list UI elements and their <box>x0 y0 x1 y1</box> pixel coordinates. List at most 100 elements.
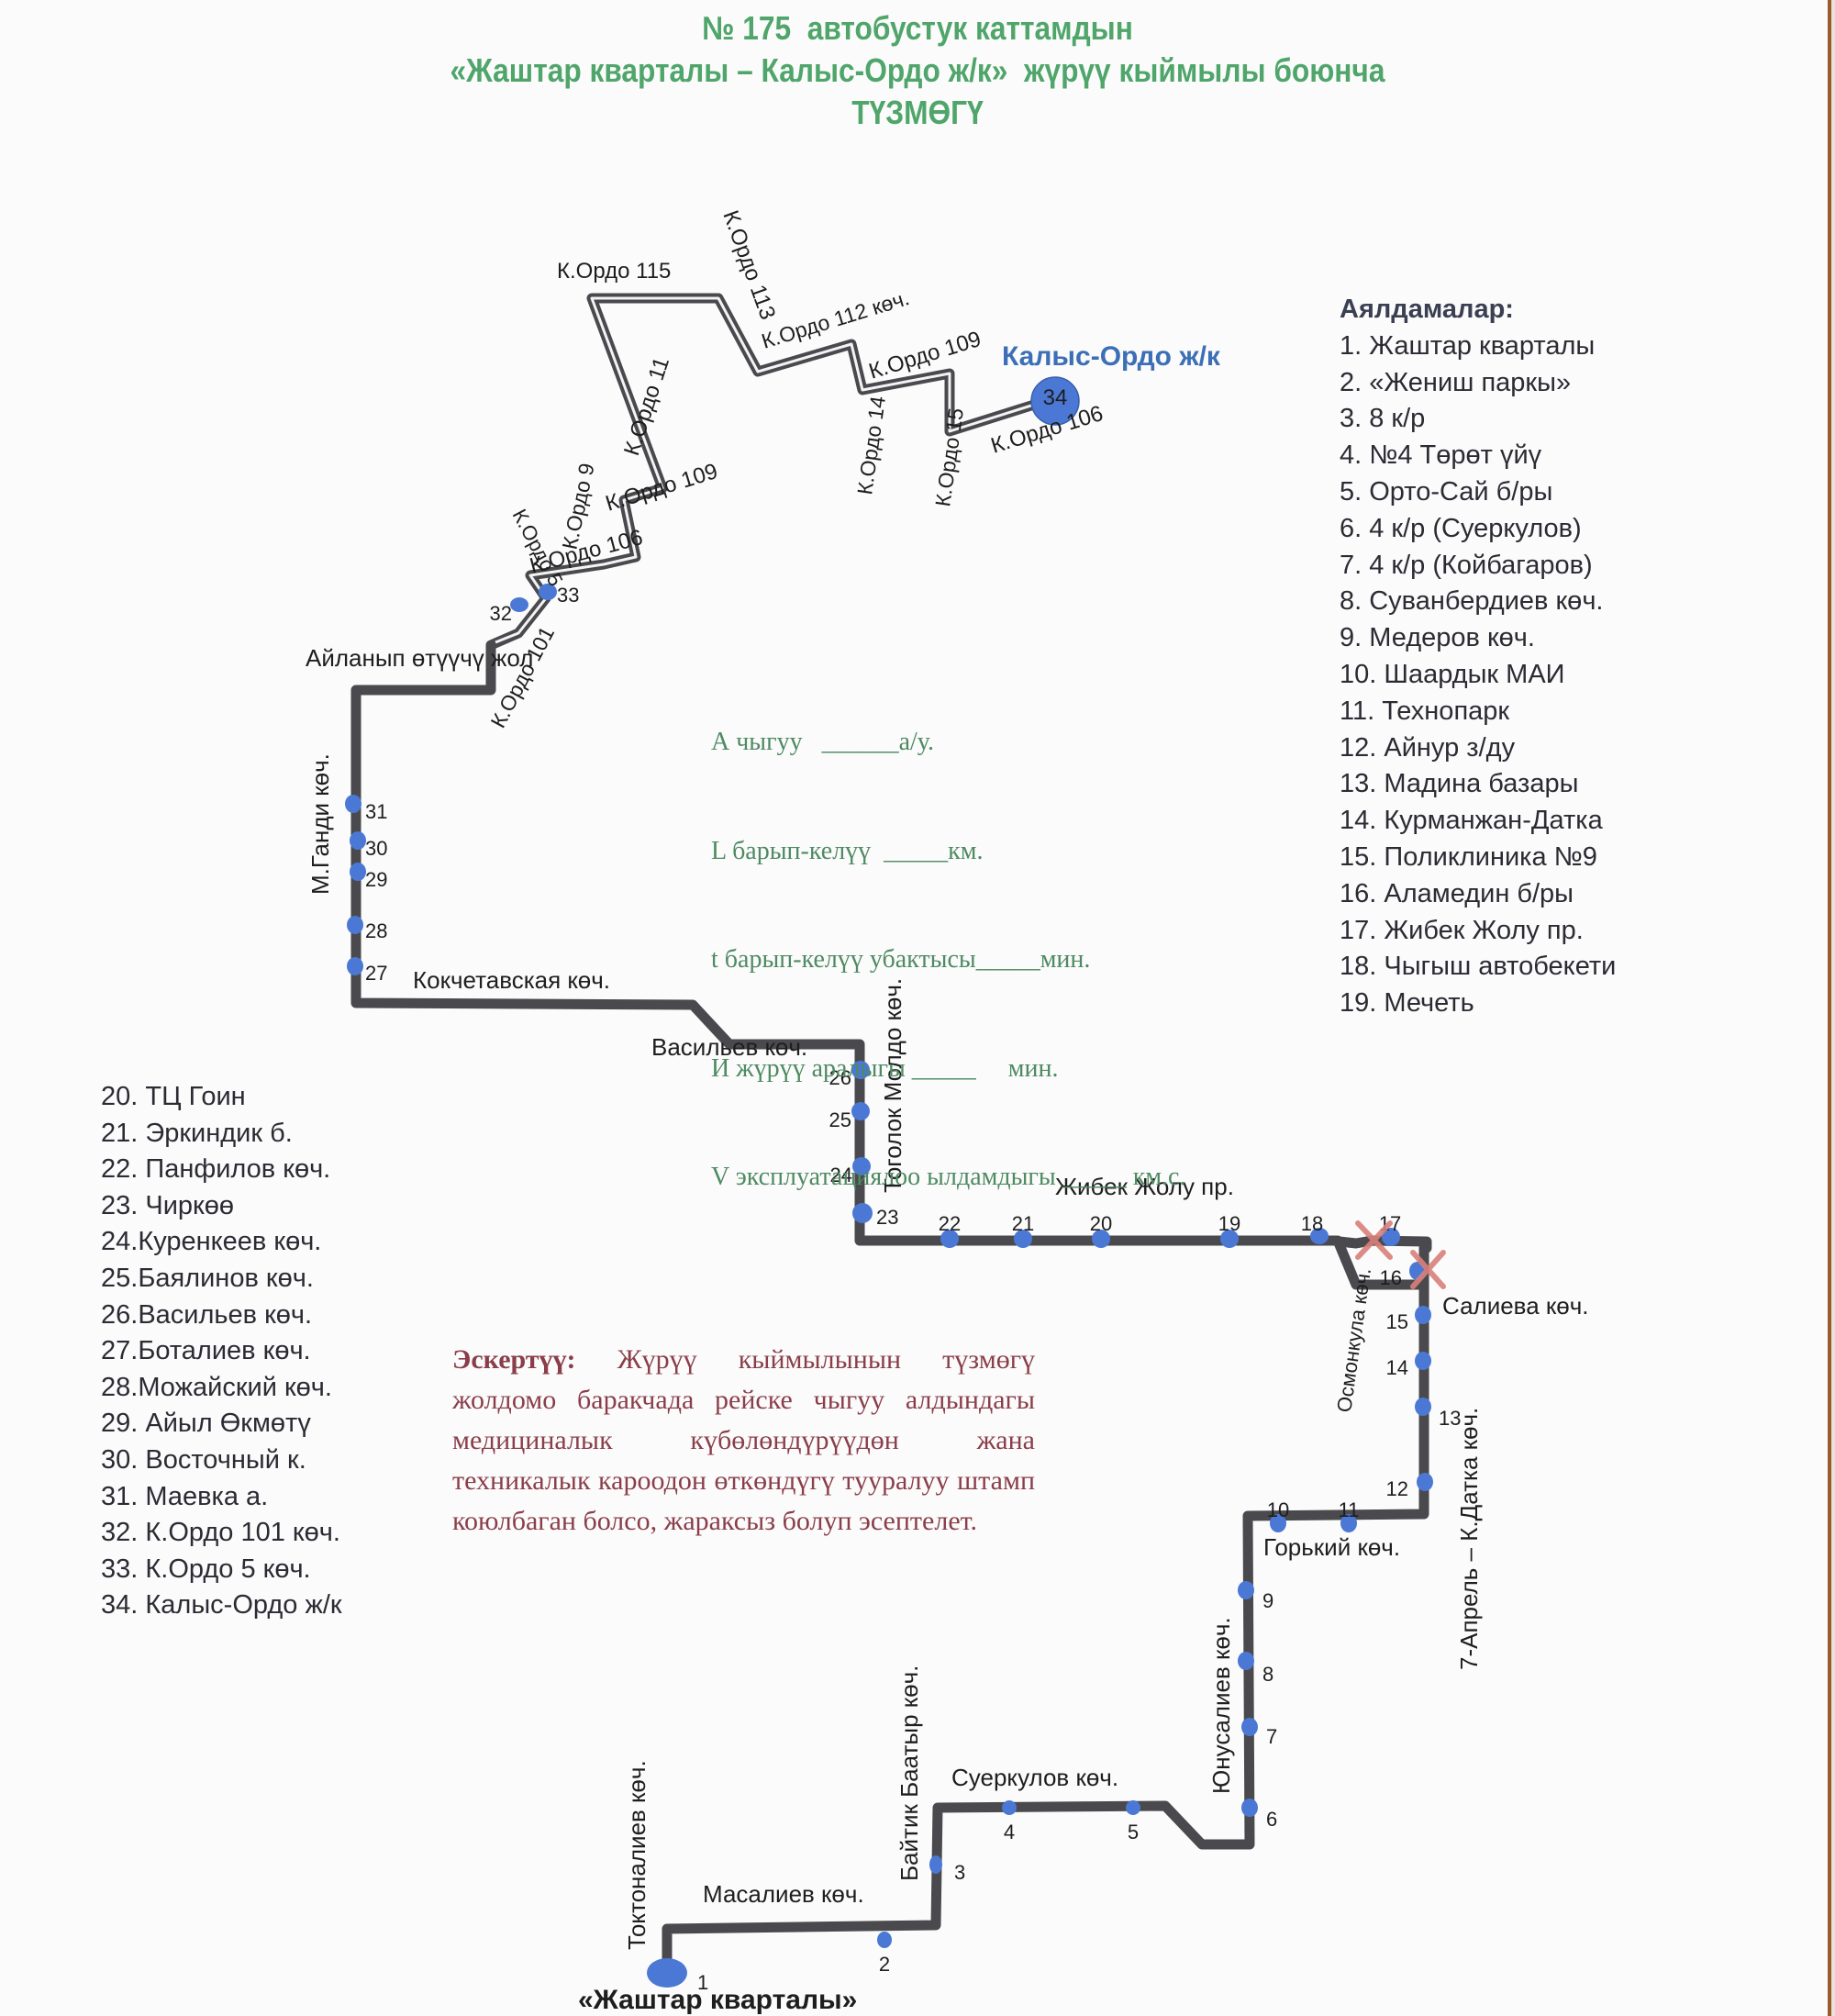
street-label-zhibek-zholu: Жибек Жолу пр. <box>1055 1173 1234 1200</box>
stop-item: 25.Баялинов көч. <box>101 1263 314 1293</box>
stop-marker-4: 4 <box>1002 1800 1017 1843</box>
stop-item: 15. Поликлиника №9 <box>1340 841 1597 872</box>
street-label-aprel-datka: 7-Апрель – К.Датка көч. <box>1455 1408 1483 1670</box>
stop-item: 14. Курманжан-Датка <box>1340 806 1603 836</box>
stop-number-label: 2 <box>879 1953 890 1976</box>
stop-dot <box>1030 376 1080 426</box>
stop-marker-21: 21 <box>1012 1212 1034 1248</box>
stop-marker-8: 8 <box>1238 1652 1273 1686</box>
street-label-baitik: Байтик Баатыр көч. <box>895 1665 923 1881</box>
street-label-tokhtonaliev: Токтоналиев көч. <box>623 1760 651 1950</box>
stop-number-label: 12 <box>1386 1477 1408 1500</box>
stop-item: 27.Боталиев көч. <box>101 1336 311 1366</box>
stops-list-left: 20. ТЦ Гоин 21. Эркиндик б. 22. Панфилов… <box>101 1079 342 1624</box>
stop-number-label: 11 <box>1339 1498 1360 1521</box>
stops-list-right: Аялдамалар: 1. Жаштар кварталы 2. «Жениш… <box>1340 292 1616 1022</box>
stop-dot <box>350 831 366 850</box>
stop-number-label: 24 <box>830 1164 852 1186</box>
stop-item: 18. Чыгыш автобекети <box>1340 952 1617 982</box>
stop-marker-5: 5 <box>1126 1800 1140 1843</box>
stop-number-label: 6 <box>1266 1808 1277 1831</box>
stop-marker-2: 2 <box>877 1932 892 1976</box>
stop-dot <box>347 957 363 975</box>
stop-item: 28.Можайский көч. <box>101 1372 332 1402</box>
stop-marker-3: 3 <box>929 1855 965 1884</box>
stop-item: 20. ТЦ Гоин <box>101 1082 246 1111</box>
param-round-trip-time: t барып-келүү убактысы_____мин. <box>711 945 1091 974</box>
stop-item: 19. Мечеть <box>1340 988 1474 1019</box>
stop-item: 1. Жаштар кварталы <box>1340 330 1596 361</box>
stop-marker-23: 23 <box>852 1203 898 1229</box>
stop-marker-10: 10 <box>1267 1498 1289 1532</box>
title-line-1: № 175 автобустук каттамдын <box>702 9 1133 47</box>
stop-item: 24.Куренкеев көч. <box>101 1227 322 1257</box>
route-parameters: А чыгуу ______а/у. L барып-келүү _____км… <box>711 652 1185 1231</box>
stop-item: 12. Айнур з/ду <box>1340 732 1516 763</box>
stop-number-label: 3 <box>954 1861 965 1884</box>
street-label-osmonkula: Осмонкула көч. <box>1332 1266 1375 1414</box>
stop-marker-26: 26 <box>829 1061 870 1089</box>
stop-marker-11: 11 <box>1339 1498 1360 1532</box>
terminal-start-label: «Жаштар кварталы» <box>578 1985 857 2015</box>
stop-dot <box>1238 1652 1254 1670</box>
stop-dot <box>1241 1799 1258 1817</box>
street-label-kordo115: К.Ордо 115 <box>557 259 671 284</box>
stop-dot <box>929 1855 942 1874</box>
stop-marker-7: 7 <box>1241 1718 1277 1748</box>
stop-marker-14: 14 <box>1386 1352 1431 1379</box>
stop-marker-30: 30 <box>350 831 387 860</box>
stop-item: 29. Айыл Өкмөтү <box>101 1409 311 1439</box>
closed-marker-16 <box>1410 1250 1446 1289</box>
stops-header: Аялдамалар: <box>1340 295 1514 324</box>
stop-number-label: 14 <box>1386 1356 1408 1379</box>
stop-dot <box>1092 1230 1110 1248</box>
street-label-salieva: Салиева көч. <box>1442 1292 1589 1320</box>
stop-dot <box>1014 1230 1032 1248</box>
stop-number-label: 22 <box>939 1212 961 1235</box>
closed-marker-17 <box>1355 1220 1393 1260</box>
stop-dot <box>851 1061 870 1079</box>
stop-number-label: 28 <box>365 919 387 942</box>
stop-dot <box>1340 1514 1357 1532</box>
stop-marker-19: 19 <box>1218 1212 1240 1248</box>
stop-item: 23. Чиркөө <box>101 1190 234 1220</box>
stop-item: 32. К.Ордо 101 көч. <box>101 1518 340 1548</box>
stop-item: 10. Шаардык МАИ <box>1340 659 1565 689</box>
street-label-yunusaliev: Юнусалиев көч. <box>1207 1617 1235 1794</box>
stop-dot <box>851 1102 870 1120</box>
note-block: Эскертүү: Жүрүү кыймылынын түзмөгү жолдо… <box>452 1340 1035 1542</box>
param-round-trip-length: L барып-келүү _____км. <box>711 836 984 865</box>
stop-number-label: 31 <box>365 800 387 823</box>
stop-item: 3. 8 к/р <box>1340 404 1426 434</box>
stop-item: 30. Восточный к. <box>101 1444 306 1475</box>
stop-dot <box>350 863 366 881</box>
stop-number-label: 25 <box>829 1108 851 1131</box>
title-line-3: ТҮЗМӨГҮ <box>851 94 984 131</box>
stop-item: 21. Эркиндик б. <box>101 1118 293 1148</box>
stop-marker-27: 27 <box>347 957 387 985</box>
stop-item: 6. 4 к/р (Суеркулов) <box>1340 513 1582 543</box>
page-edge-shadow <box>1831 0 1835 2016</box>
stop-number-label: 10 <box>1267 1498 1289 1521</box>
stop-item: 22. Панфилов көч. <box>101 1154 331 1185</box>
stop-number-label: 34 <box>1043 385 1068 410</box>
stop-number-label: 27 <box>365 962 387 985</box>
stop-marker-6: 6 <box>1241 1799 1277 1831</box>
stop-dot <box>852 1157 871 1175</box>
stop-marker-9: 9 <box>1238 1581 1273 1612</box>
stop-dot <box>1126 1800 1140 1815</box>
street-label-togolok-moldo: Тоголок Молдо көч. <box>879 978 906 1193</box>
stop-number-label: 29 <box>365 868 387 891</box>
stop-dot <box>1220 1230 1239 1248</box>
stop-marker-18: 18 <box>1301 1212 1329 1244</box>
param-interval: И жүрүү аралыгы _____ мин. <box>711 1053 1059 1083</box>
stop-number-label: 32 <box>490 602 512 625</box>
title-line-2: «Жаштар кварталы – Калыс-Ордо ж/к» жүрүү… <box>450 51 1385 89</box>
page-edge <box>1828 0 1831 2016</box>
terminal-end-label: Калыс-Ордо ж/к <box>1002 341 1221 372</box>
stop-marker-33: 33 <box>539 584 579 607</box>
stop-marker-24: 24 <box>830 1157 871 1186</box>
stop-item: 17. Жибек Жолу пр. <box>1340 915 1584 945</box>
stop-marker-12: 12 <box>1386 1473 1433 1500</box>
street-label-ailanyp: Айланып өтүүчү жол <box>306 644 533 672</box>
